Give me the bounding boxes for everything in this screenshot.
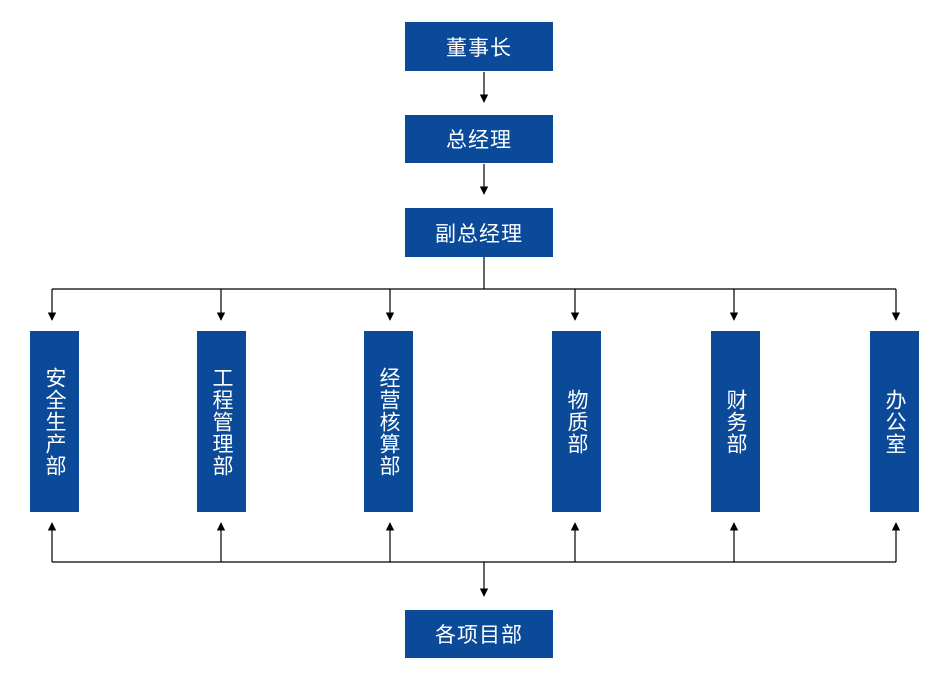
department-label: 物质部 xyxy=(565,388,589,455)
general-manager-box: 总经理 xyxy=(405,115,553,163)
department-box-2: 工程管理部 xyxy=(197,331,246,512)
department-box-6: 办公室 xyxy=(870,331,919,512)
deputy-general-manager-label: 副总经理 xyxy=(435,221,523,246)
department-label: 安全生产部 xyxy=(43,366,67,477)
project-departments-label: 各项目部 xyxy=(435,623,523,647)
department-box-3: 经营核算部 xyxy=(364,331,413,512)
general-manager-label: 总经理 xyxy=(446,128,512,152)
project-departments-box: 各项目部 xyxy=(405,610,553,658)
department-box-1: 安全生产部 xyxy=(30,331,79,512)
department-label: 经营核算部 xyxy=(377,366,401,477)
chairman-label: 董事长 xyxy=(446,35,512,60)
chairman-box: 董事长 xyxy=(405,22,553,71)
department-box-5: 财务部 xyxy=(711,331,760,512)
deputy-general-manager-box: 副总经理 xyxy=(405,208,553,257)
department-box-4: 物质部 xyxy=(552,331,601,512)
department-label: 工程管理部 xyxy=(210,366,234,477)
department-label: 财务部 xyxy=(724,388,748,455)
department-label: 办公室 xyxy=(883,388,907,455)
